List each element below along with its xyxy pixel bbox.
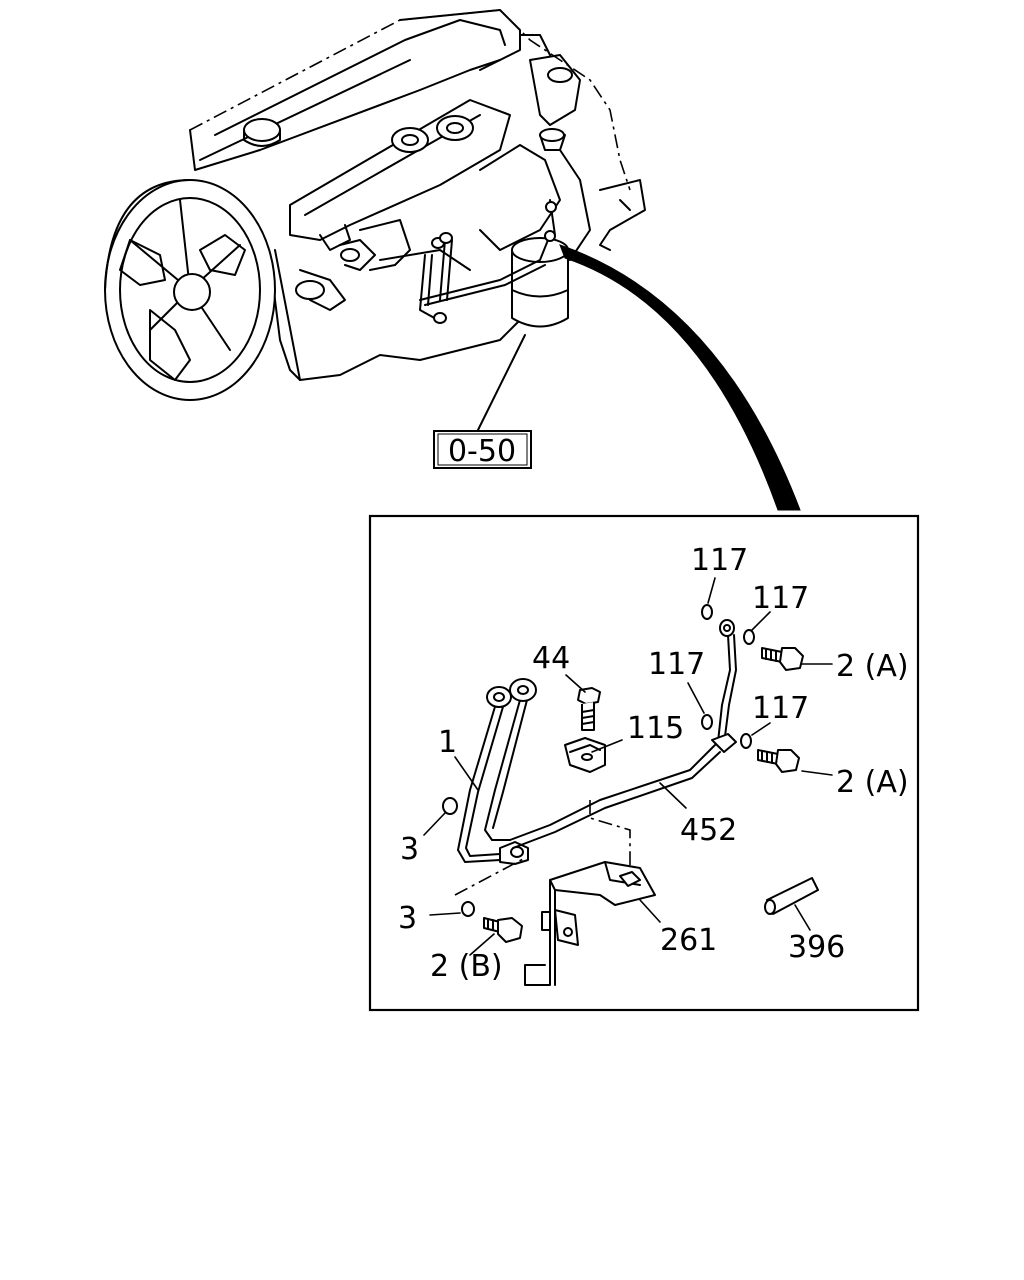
callout-117-upper-right[interactable]: 117 <box>752 581 809 616</box>
washer-117-upper-right <box>743 629 755 645</box>
engine-illustration <box>104 9 801 511</box>
callout-117-top[interactable]: 117 <box>691 543 748 578</box>
washer-117-mid <box>701 714 713 730</box>
pin-396 <box>764 877 819 915</box>
callout-115[interactable]: 115 <box>627 711 684 746</box>
callout-44[interactable]: 44 <box>532 641 570 676</box>
bolt-44 <box>577 687 601 731</box>
eyebolt-2a-upper <box>761 647 804 671</box>
callout-261[interactable]: 261 <box>660 923 717 958</box>
eyebolt-2b <box>483 917 523 943</box>
washer-3-lower <box>461 901 475 917</box>
callout-3-upper[interactable]: 3 <box>400 832 419 867</box>
callout-117-mid[interactable]: 117 <box>648 647 705 682</box>
reference-label: 0-50 <box>448 434 516 469</box>
callout-labels: 117 117 2 (A) 44 117 117 115 1 2 (A) 452… <box>398 543 909 984</box>
washer-117-lower-right <box>740 733 752 749</box>
callout-2a-upper[interactable]: 2 (A) <box>836 649 909 684</box>
callout-2b[interactable]: 2 (B) <box>430 949 503 984</box>
washer-3-upper <box>442 797 458 815</box>
detail-box <box>368 514 920 1012</box>
washer-117-top <box>701 604 713 620</box>
callout-452[interactable]: 452 <box>680 813 737 848</box>
callout-396[interactable]: 396 <box>788 930 845 965</box>
fuel-pipe-452 <box>509 619 737 849</box>
callout-117-lower-right[interactable]: 117 <box>752 691 809 726</box>
callout-3-lower[interactable]: 3 <box>398 901 417 936</box>
eyebolt-2a-lower <box>757 749 800 773</box>
bracket-261 <box>524 861 656 986</box>
clip-115 <box>564 737 606 773</box>
fuel-pipe-assembly <box>457 678 537 865</box>
reference-box[interactable]: 0-50 <box>433 430 532 469</box>
callout-1[interactable]: 1 <box>438 725 457 760</box>
callout-2a-lower[interactable]: 2 (A) <box>836 765 909 800</box>
